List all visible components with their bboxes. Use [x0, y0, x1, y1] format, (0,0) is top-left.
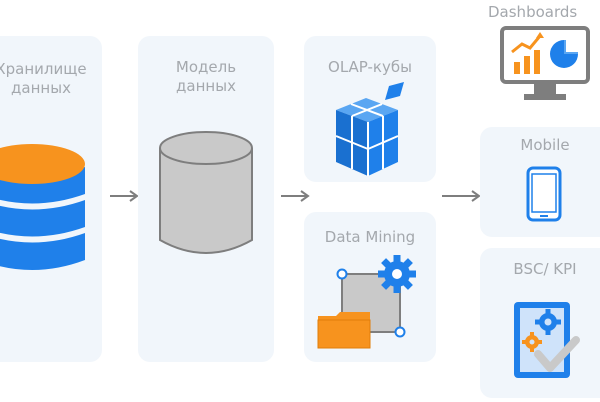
olap-card: OLAP-кубы: [304, 36, 436, 182]
storage-label-line2: данных: [11, 79, 71, 97]
arrow-to-outputs: [442, 190, 481, 202]
monitor-chart-icon: [500, 26, 590, 100]
database-icon: [0, 144, 85, 270]
cylinder-icon: [159, 131, 253, 254]
storage-card: Хранилище данных: [0, 36, 102, 362]
data-mining-icon: [317, 255, 416, 349]
mobile-label: Mobile: [520, 136, 570, 154]
cube-icon: [335, 82, 404, 176]
storage-label-line1: Хранилище: [0, 60, 87, 78]
arrow-storage-to-model: [110, 190, 139, 202]
bsc-kpi-label: BSC/ KPI: [513, 260, 577, 278]
smartphone-icon: [526, 166, 562, 222]
model-card: Модель данных: [138, 36, 274, 362]
model-label-line2: данных: [176, 77, 236, 95]
mobile-card: Mobile: [480, 127, 600, 237]
olap-label: OLAP-кубы: [328, 58, 412, 76]
bsc-kpi-card: BSC/ KPI: [480, 248, 600, 398]
data-mining-card: Data Mining: [304, 212, 436, 362]
kpi-checklist-icon: [514, 302, 580, 378]
dashboards-label: Dashboards: [488, 3, 578, 21]
model-label-line1: Модель: [175, 58, 237, 76]
data-mining-label: Data Mining: [324, 228, 416, 246]
arrow-model-to-olap: [281, 190, 310, 202]
